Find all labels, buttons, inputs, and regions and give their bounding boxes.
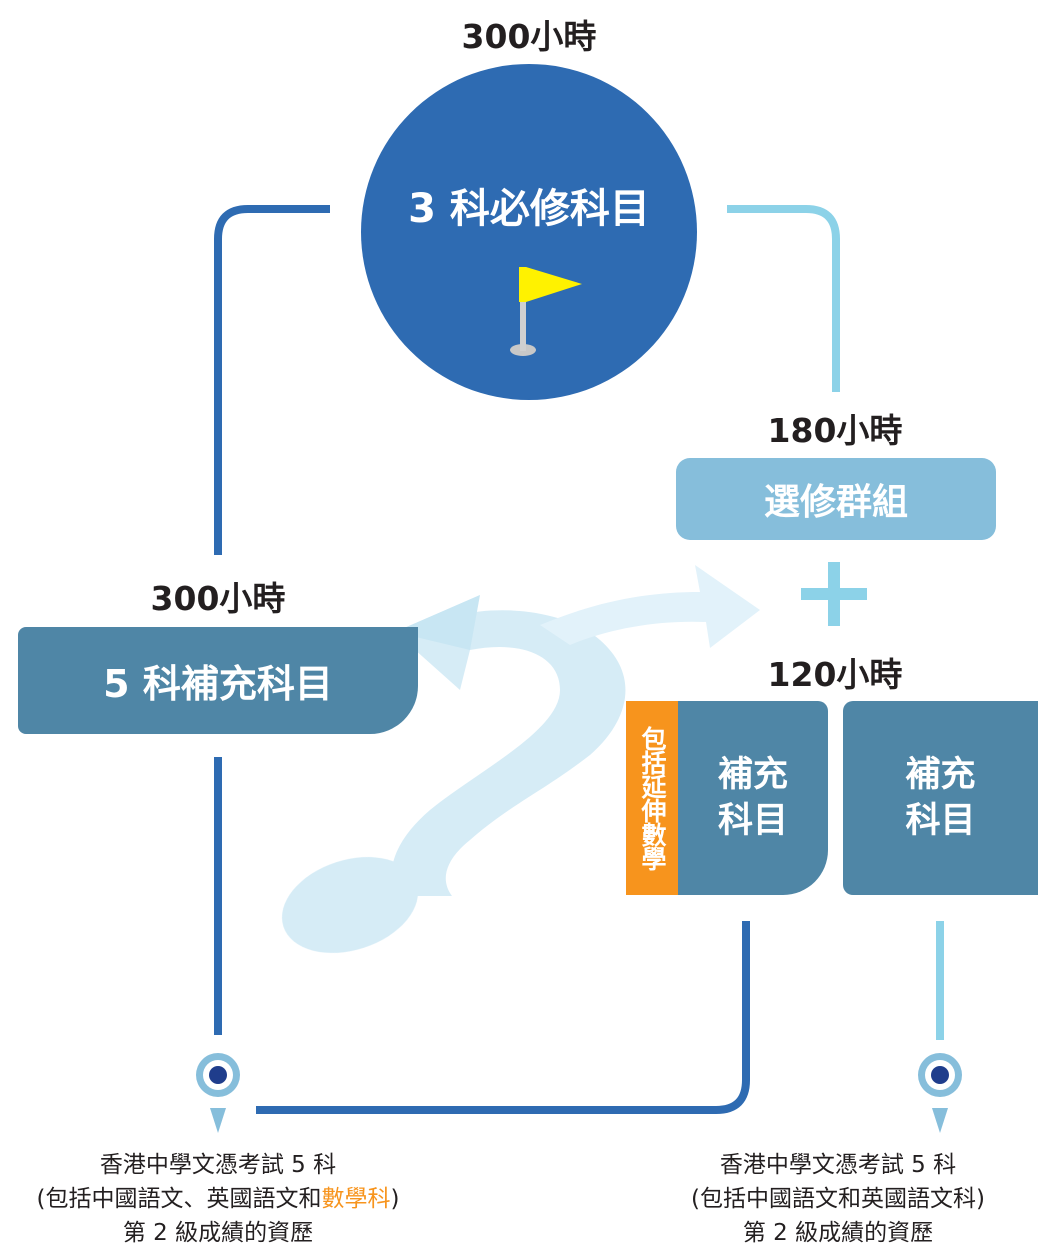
question-mark-dot: [281, 857, 419, 953]
connector-left-top: [214, 205, 330, 555]
supplementary-subject-b-box: 補充 科目: [843, 701, 1038, 895]
core-hours-label: 300小時: [461, 17, 597, 56]
connector-right-top: [727, 205, 840, 392]
elective-group-title: 選修群組: [763, 482, 908, 523]
connector-bottom: [256, 921, 750, 1114]
outcome-right-line3: 第 2 級成績的資歷: [742, 1220, 934, 1246]
location-marker-right-icon: [918, 1053, 962, 1133]
flag-icon: [510, 267, 582, 356]
supplementary-five-box: 5 科補充科目: [18, 627, 418, 734]
outcome-left-line3: 第 2 級成績的資歷: [122, 1220, 314, 1246]
plus-icon: [801, 562, 867, 626]
supplementary-hours-label: 120小時: [767, 655, 903, 694]
question-mark-decoration: [281, 595, 626, 953]
outcome-right-caption: 香港中學文憑考試 5 科 (包括中國語文和英國語文科) 第 2 級成績的資歷: [640, 1148, 1036, 1250]
left-hours-label: 300小時: [150, 579, 286, 618]
supplementary-five-title: 5 科補充科目: [103, 662, 333, 706]
extended-math-label: 包括延伸數學: [638, 726, 667, 870]
supplementary-subject-b-label: 補充 科目: [905, 755, 976, 841]
outcome-left-caption: 香港中學文憑考試 5 科 (包括中國語文、英國語文和數學科) 第 2 級成績的資…: [8, 1148, 428, 1250]
extended-math-tag: 包括延伸數學: [626, 701, 678, 895]
math-subject-highlight: 數學科: [321, 1186, 391, 1212]
outcome-right-line2: (包括中國語文和英國語文科): [691, 1186, 985, 1212]
outcome-right-line1: 香港中學文憑考試 5 科: [719, 1152, 957, 1178]
core-subjects-circle: [361, 64, 697, 400]
outcome-left-line2: (包括中國語文、英國語文和數學科): [36, 1186, 400, 1212]
curved-arrow-decoration: [540, 565, 760, 648]
location-marker-left-icon: [196, 1053, 240, 1133]
supplementary-subject-a-label: 補充 科目: [717, 755, 788, 841]
elective-hours-label: 180小時: [767, 411, 903, 450]
elective-group-box: 選修群組: [676, 458, 996, 540]
outcome-left-line1: 香港中學文憑考試 5 科: [99, 1152, 337, 1178]
supplementary-subject-a-box: 補充 科目: [678, 701, 828, 895]
core-subjects-title: 3 科必修科目: [408, 186, 650, 232]
